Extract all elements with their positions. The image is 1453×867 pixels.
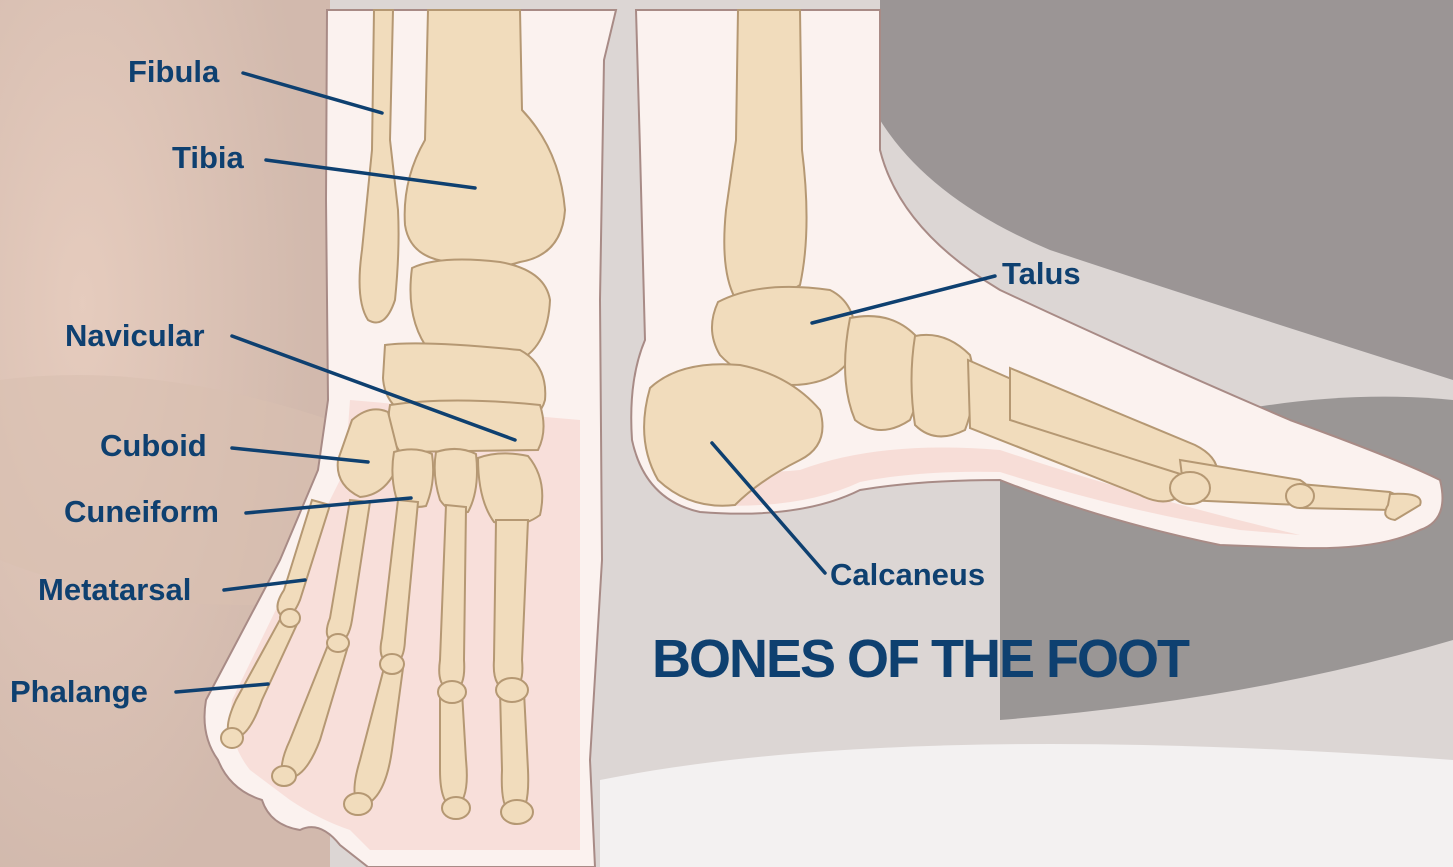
metatarsal-label: Metatarsal: [38, 574, 191, 605]
talus-label: Talus: [1002, 258, 1081, 289]
navicular-side: [845, 316, 921, 430]
cuboid-label: Cuboid: [100, 430, 207, 461]
diagram-title: BONES OF THE FOOT: [652, 632, 1188, 686]
fibula-label: Fibula: [128, 56, 219, 87]
tibia-side: [724, 10, 806, 300]
cuneiform-row: [389, 401, 544, 453]
navicular-label: Navicular: [65, 320, 205, 351]
cuneiform-side: [912, 335, 975, 437]
cuneiform-label: Cuneiform: [64, 496, 219, 527]
tibia-label: Tibia: [172, 142, 244, 173]
calcaneus-label: Calcaneus: [830, 559, 985, 590]
phalange-label: Phalange: [10, 676, 148, 707]
cuneiform-2: [435, 449, 477, 513]
